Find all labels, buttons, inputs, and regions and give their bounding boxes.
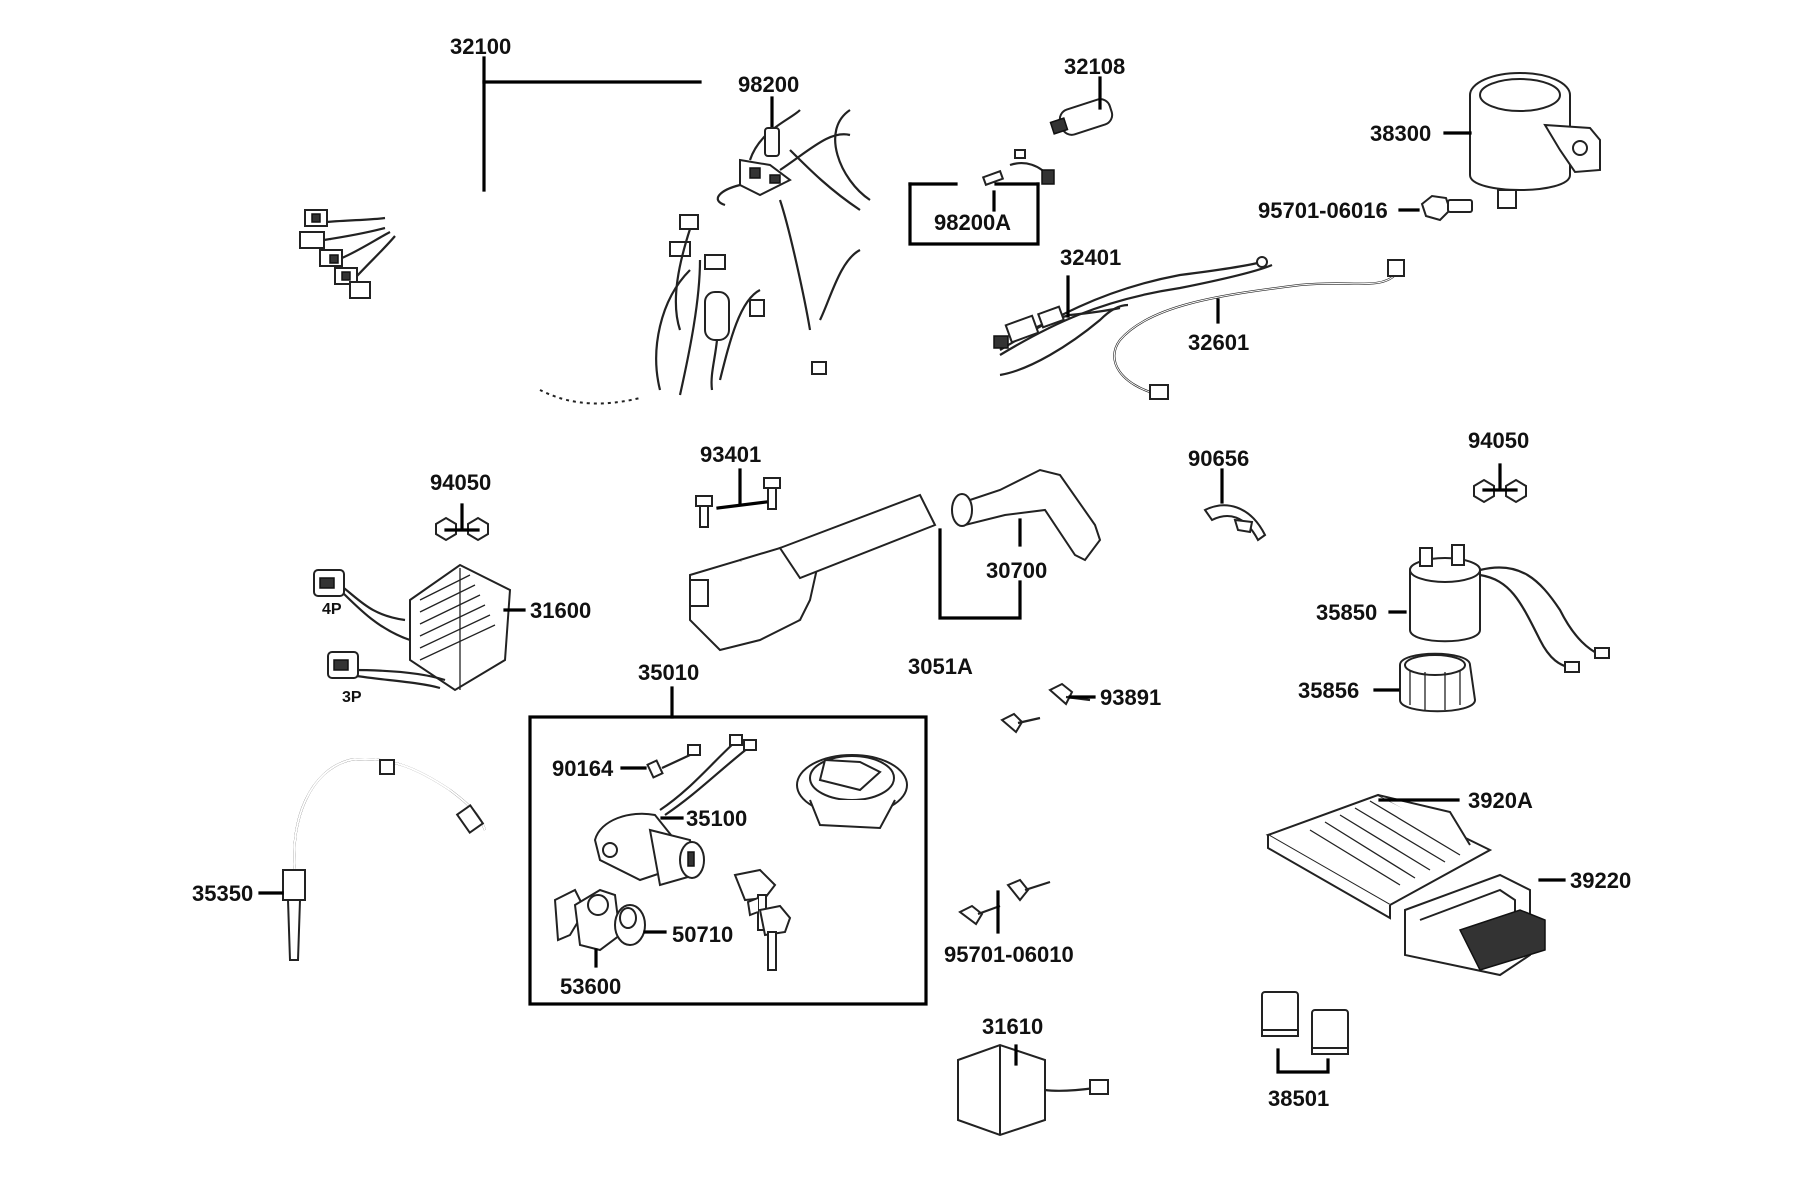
bolt-95701-06016 [1420, 194, 1473, 222]
box-35010 [528, 686, 928, 1006]
label-39220: 39220 [1570, 868, 1631, 893]
sensor-35350 [282, 758, 487, 961]
label-32601: 32601 [1188, 330, 1249, 355]
regulator-31600 [313, 563, 512, 692]
fuse-98200A [981, 149, 1055, 187]
label-connector-3P: 3P [342, 689, 362, 706]
label-31610: 31610 [982, 1014, 1043, 1039]
label-32108: 32108 [1064, 54, 1125, 79]
fuse-98200 [764, 127, 780, 157]
label-93401: 93401 [700, 442, 761, 467]
leader-94050-right [1482, 463, 1518, 492]
leader-93401 [716, 500, 768, 510]
harness-connector-cluster-left [299, 209, 396, 299]
starter-relay-35850 [1409, 544, 1610, 673]
label-38300: 38300 [1370, 121, 1431, 146]
screw-90164 [646, 734, 757, 816]
label-98200: 98200 [738, 72, 799, 97]
label-35856: 35856 [1298, 678, 1359, 703]
bolts-95701-06010 [958, 878, 1051, 926]
label-32100: 32100 [450, 34, 511, 59]
part-32601-cable [1113, 259, 1405, 400]
label-50710: 50710 [672, 922, 733, 947]
main-wire-harness [299, 98, 1114, 419]
label-35010: 35010 [638, 660, 699, 685]
label-35850: 35850 [1316, 600, 1377, 625]
label-98200A: 98200A [934, 210, 1011, 235]
label-32401: 32401 [1060, 245, 1121, 270]
label-94050-left: 94050 [430, 470, 491, 495]
ecu-39220 [1404, 873, 1546, 977]
part-32401-wire [993, 256, 1273, 377]
label-35100: 35100 [686, 806, 747, 831]
label-38501: 38501 [1268, 1086, 1329, 1111]
label-30700: 30700 [986, 558, 1047, 583]
seat-lock-50710 [553, 888, 646, 952]
label-90164: 90164 [552, 756, 614, 781]
label-90656: 90656 [1188, 446, 1249, 471]
relay-rubber-35856 [1399, 652, 1477, 713]
ignition-switch-35100 [593, 812, 705, 887]
cdi-3920A [1265, 793, 1493, 920]
box-98200A [908, 182, 1040, 246]
part-38300-horn [1469, 72, 1601, 209]
ignition-coil [689, 468, 1102, 652]
label-connector-4P: 4P [322, 601, 342, 618]
label-35350: 35350 [192, 881, 253, 906]
label-95701-06016: 95701-06016 [1258, 198, 1388, 223]
label-95701-06010: 95701-06010 [944, 942, 1074, 967]
keys [733, 868, 792, 971]
harness-connectors-center [669, 214, 827, 391]
connector-32108 [1049, 98, 1114, 136]
label-94050-right: 94050 [1468, 428, 1529, 453]
leader-38501 [1276, 1048, 1330, 1074]
bolts-93401 [695, 477, 781, 528]
clip-90656 [1203, 504, 1267, 542]
lock-cover [796, 754, 908, 830]
label-31600: 31600 [530, 598, 591, 623]
leader-94050-left [444, 503, 480, 532]
label-53600: 53600 [560, 974, 621, 999]
module-31610 [957, 1043, 1109, 1137]
leader-30700-3051A [938, 518, 1022, 620]
label-3051A: 3051A [908, 654, 973, 679]
bolts-93891 [1000, 682, 1091, 734]
label-3920A: 3920A [1468, 788, 1533, 813]
relays-38501 [1261, 991, 1349, 1055]
label-93891: 93891 [1100, 685, 1161, 710]
leader-32100 [482, 56, 702, 192]
